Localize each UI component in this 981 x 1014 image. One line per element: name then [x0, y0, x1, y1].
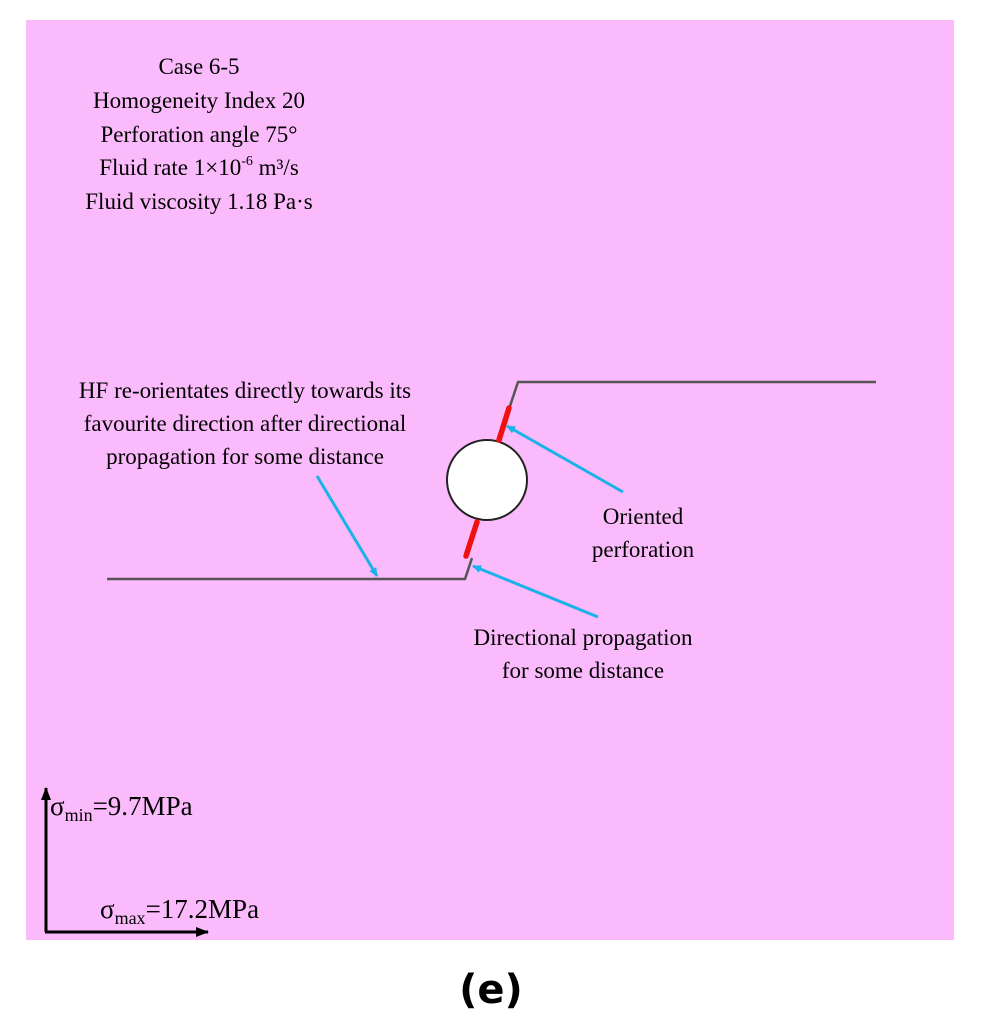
arrow-directional-propagation: [472, 564, 599, 619]
annotation-directional-propagation-line-1: Directional propagation: [473, 625, 693, 650]
sigma-max-value: =17.2MPa: [146, 894, 260, 924]
wellbore-circle: [446, 439, 528, 521]
case-info-line-1: Case 6-5: [158, 54, 239, 79]
arrow-reorient: [315, 475, 379, 577]
annotation-oriented-perforation-line-1: Oriented: [603, 504, 684, 529]
fluid-rate-prefix: Fluid rate 1×10: [99, 155, 241, 180]
panel-label: (e): [459, 967, 523, 1013]
sigma-max-symbol: σ: [100, 894, 115, 924]
sigma-min-label: σmin=9.7MPa: [50, 791, 193, 825]
perforation-bottom: [463, 519, 480, 559]
sigma-max-label: σmax=17.2MPa: [100, 894, 259, 928]
sigma-min-value: =9.7MPa: [93, 791, 193, 821]
annotation-reorient-line-1: HF re-orientates directly towards its: [79, 378, 411, 403]
annotation-directional-propagation-line-2: for some distance: [502, 658, 664, 683]
annotation-reorient-line-3: propagation for some distance: [106, 444, 384, 469]
sigma-min-subscript: min: [65, 805, 93, 825]
hydraulic-fracture-path-left: [107, 557, 474, 581]
case-info-line-3: Perforation angle 75°: [101, 122, 298, 147]
sigma-min-symbol: σ: [50, 791, 65, 821]
perforation-top: [496, 405, 512, 443]
case-info-line-4: Fluid viscosity 1.18 Pa·s: [85, 189, 313, 214]
annotation-reorient-line-2: favourite direction after directional: [84, 411, 406, 436]
fluid-rate-line: Fluid rate 1×10-6 m³/s: [99, 154, 299, 180]
sigma-max-subscript: max: [115, 908, 146, 928]
arrow-oriented-perforation: [506, 424, 624, 494]
case-info-line-2: Homogeneity Index 20: [93, 88, 305, 113]
case-info: Case 6-5 Homogeneity Index 20 Perforatio…: [85, 54, 313, 214]
annotation-oriented-perforation-line-2: perforation: [592, 537, 695, 562]
fluid-rate-exponent: -6: [241, 154, 253, 169]
fluid-rate-unit: m³/s: [253, 155, 299, 180]
